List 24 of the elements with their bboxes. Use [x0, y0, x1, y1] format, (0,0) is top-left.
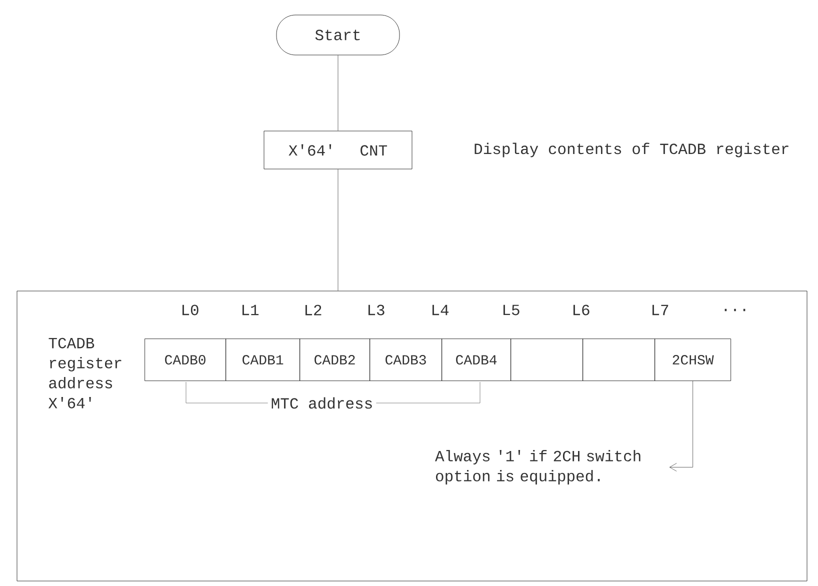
- bit-label: ...: [724, 308, 746, 312]
- register-cell: 2CHSW: [654, 338, 731, 381]
- register-cell: [510, 338, 583, 381]
- bit-label: L5: [504, 304, 520, 316]
- connector-line: [669, 380, 693, 472]
- bit-label: L7: [652, 304, 668, 316]
- process-box: X'64' CNT: [264, 130, 412, 170]
- register-cell: CADB4: [442, 338, 511, 381]
- bracket-label: MTC address: [268, 394, 376, 412]
- register-cell: CADB2: [300, 338, 370, 381]
- bit-label: L6: [574, 304, 590, 316]
- bit-label: L3: [368, 304, 384, 316]
- note-text: Always '1' if 2CH switch option is equipped.: [435, 450, 640, 484]
- register-cell: CADB0: [144, 338, 226, 381]
- bit-label: L1: [242, 304, 259, 316]
- register-cell: [582, 338, 655, 381]
- register-cell: CADB1: [226, 338, 300, 381]
- register-cell: CADB3: [370, 338, 442, 381]
- bit-label: L2: [306, 304, 322, 316]
- bit-label: L4: [432, 304, 449, 316]
- panel-box: [16, 290, 808, 582]
- side-note: Display contents of TCADB register: [474, 142, 788, 158]
- bit-label: L0: [182, 304, 198, 316]
- register-label: TCADB register address X'64': [48, 338, 122, 408]
